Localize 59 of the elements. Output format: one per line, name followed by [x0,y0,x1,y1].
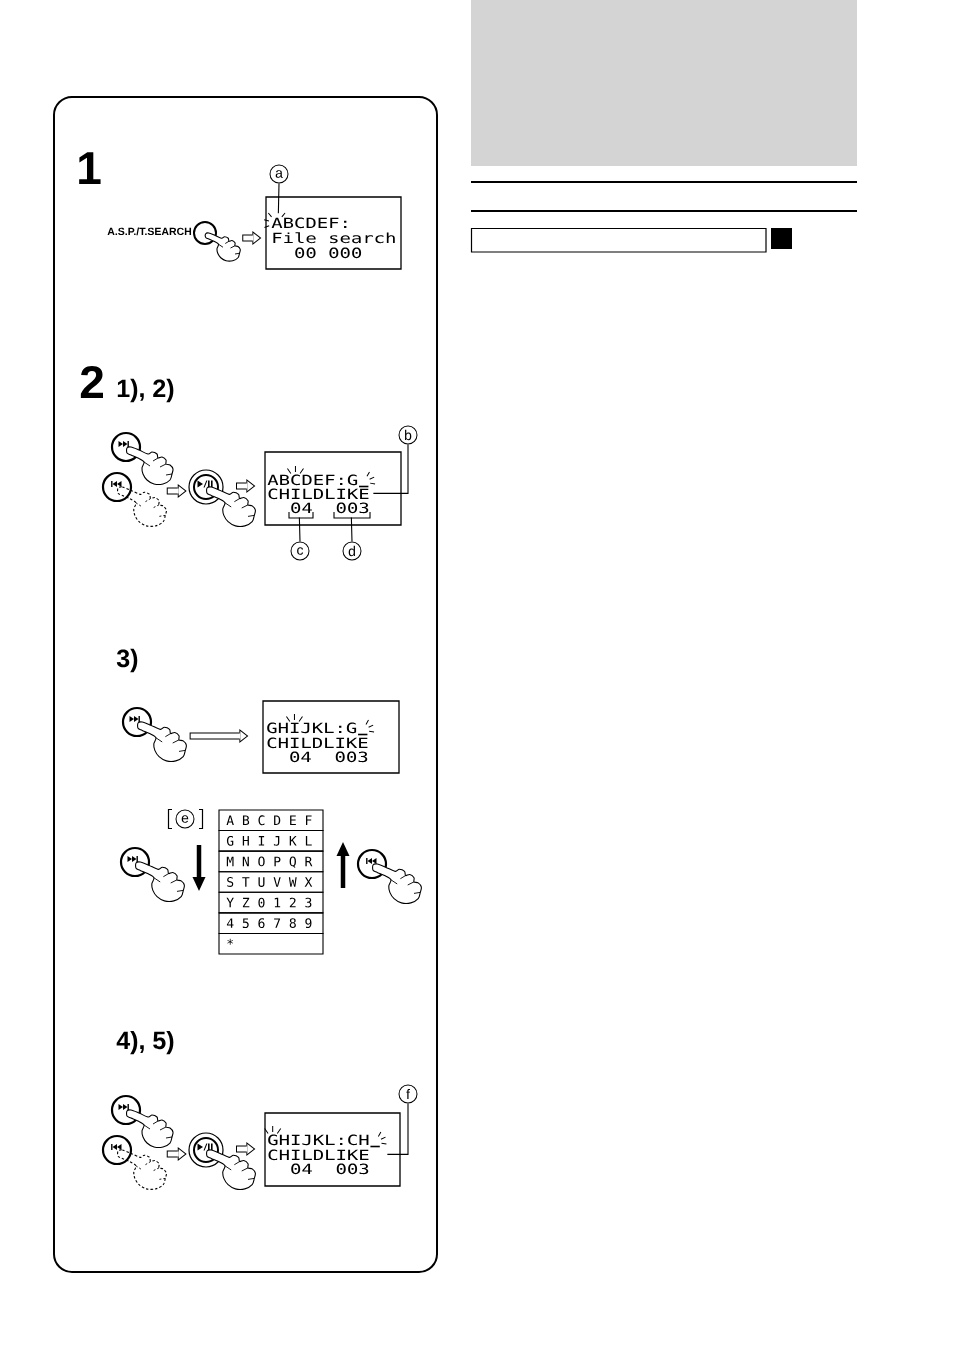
callout-letter: a [269,164,289,184]
display-text: 04 [291,502,312,514]
display-text: 04 [290,751,311,763]
arrow [189,729,249,743]
button-press-drawing [101,471,167,527]
table-cell: * [218,932,324,955]
lcd-display [264,451,402,526]
button-press-drawing [188,469,256,527]
button-label: A.S.P./T.SEARCH [107,227,192,236]
step-label: 3) [116,648,138,673]
display-text: 04 [291,1163,312,1175]
step-number: 1 [79,152,101,184]
button-press-drawing [356,848,422,904]
button-press-drawing [121,706,187,762]
display-text: 003 [335,751,368,763]
lcd-display [264,1112,401,1187]
lcd-display [263,196,402,270]
button-press-drawing [110,1094,174,1148]
table-cell: M N O P Q R [218,850,324,873]
leader-line [288,511,314,543]
display-text: 00 [295,247,316,259]
button-press-drawing [188,1132,256,1190]
display-text: 003 [336,1163,369,1175]
button-press-drawing [119,846,185,902]
display-text: 000 [329,247,362,259]
lcd-display [262,700,400,774]
leader-line [333,511,371,543]
display-text: File search [273,232,395,244]
arrow [236,479,256,493]
display-text: GHIJKL:CH [268,1134,369,1146]
callout-letter: b [398,425,418,445]
table-cell: G H I J K L [218,830,324,852]
button-press-drawing [110,431,174,485]
button-press-drawing [101,1134,167,1190]
arrow [166,1147,187,1161]
display-text: CHILDLIKE [268,488,369,500]
table-cell: S T U V W X [218,871,324,893]
step-label: 4), 5) [116,1030,174,1055]
arrow [236,1142,256,1156]
leader-line [372,443,409,494]
table-cell: 4 5 6 7 8 9 [218,912,324,934]
arrow [166,484,187,498]
display-text: GHIJKL:G [267,722,357,734]
display-text: ABCDEF:G [267,474,358,486]
callout-letter: e [175,809,195,829]
table-cell: Y Z 0 1 2 3 [218,891,324,914]
table-cell: A B C D E F [218,809,324,832]
leader-line [277,182,280,214]
step-number: 2 [80,365,103,398]
display-text: ABCDEF: [271,217,347,229]
step-label: 1), 2) [117,378,174,403]
display-text: 003 [336,502,369,514]
leader-line [386,1102,409,1155]
arrow [242,231,262,245]
display-text: CHILDLIKE [268,1149,369,1161]
display-text: CHILDLIKE [267,737,368,749]
callout-letter: f [398,1084,418,1104]
callout-letter: c [290,541,310,561]
callout-letter: d [342,541,362,561]
